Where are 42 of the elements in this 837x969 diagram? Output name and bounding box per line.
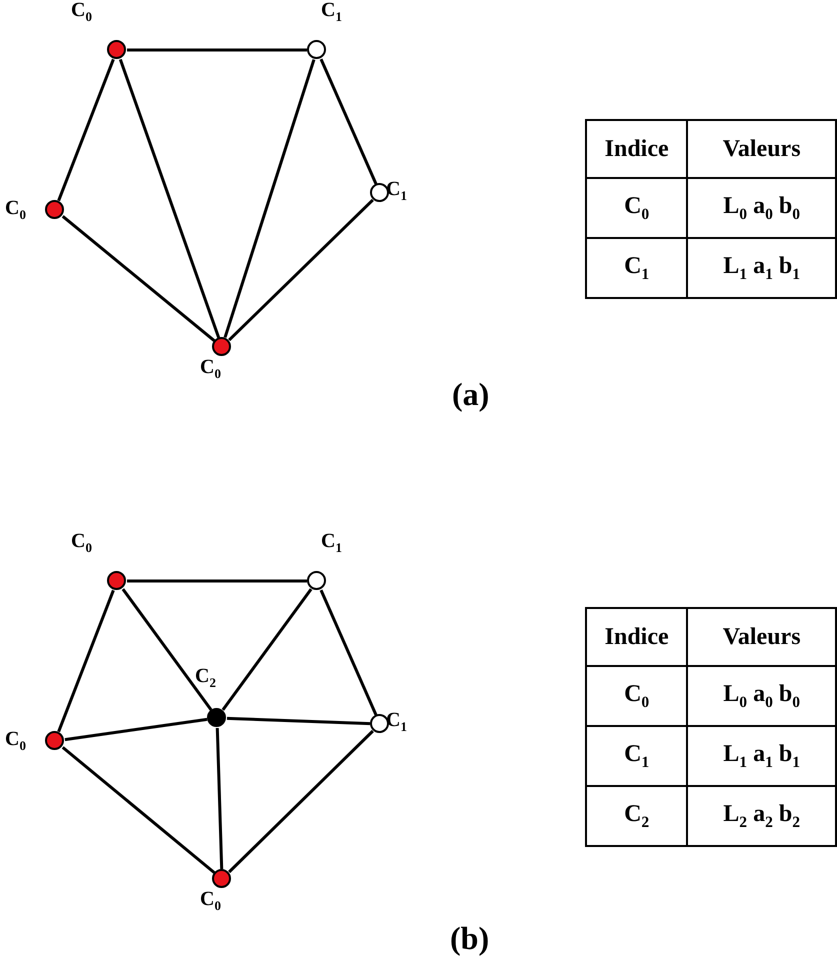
edge-line	[118, 58, 220, 338]
edge-line	[320, 58, 378, 184]
vertex-label: C$_{1}$	[321, 531, 342, 554]
edge-line	[127, 48, 307, 52]
edge-line	[224, 59, 316, 338]
vertex-label: C$_{1}$	[321, 0, 342, 23]
edge-line	[222, 588, 312, 711]
table-cell: L$_{0}$ a$_{0}$ b$_{0}$	[687, 178, 836, 238]
edge-line	[57, 590, 115, 732]
vertex-label: C$_{0}$	[71, 0, 92, 23]
edge-line	[228, 198, 374, 342]
panel-caption: (b)	[450, 920, 490, 957]
table-cell: L$_{1}$ a$_{1}$ b$_{1}$	[687, 726, 836, 786]
edge-line	[127, 580, 307, 582]
edge-line	[57, 58, 115, 202]
edge-line	[62, 746, 216, 874]
table-cell: C$_{0}$	[586, 666, 688, 726]
column-header: Valeurs	[687, 120, 836, 178]
vertex-label: C$_{0}$	[200, 357, 221, 380]
edge-line	[216, 728, 224, 870]
table-cell: L$_{2}$ a$_{2}$ b$_{2}$	[687, 786, 836, 846]
column-header: Valeurs	[687, 608, 836, 666]
edge-line	[64, 718, 208, 742]
edge-line	[122, 588, 212, 711]
table-cell: C$_{1}$	[586, 726, 688, 786]
vertex-label: C$_{0}$	[200, 889, 221, 912]
table-cell: C$_{0}$	[586, 178, 688, 238]
column-header: Indice	[586, 608, 688, 666]
vertex-label: C$_{0}$	[5, 198, 26, 221]
edge-line	[228, 730, 374, 874]
table-cell: L$_{1}$ a$_{1}$ b$_{1}$	[687, 238, 836, 298]
vertex-label: C$_{0}$	[5, 729, 26, 752]
panel-caption: (a)	[452, 376, 490, 413]
vertex-label: C$_{2}$	[195, 666, 216, 689]
edge-line	[226, 716, 370, 726]
edge-line	[320, 590, 378, 716]
table-cell: L$_{0}$ a$_{0}$ b$_{0}$	[687, 666, 836, 726]
edge-line	[62, 215, 216, 342]
column-header: Indice	[586, 120, 688, 178]
table-cell: C$_{2}$	[586, 786, 688, 846]
vertex-label: C$_{0}$	[71, 531, 92, 554]
table-cell: C$_{1}$	[586, 238, 688, 298]
